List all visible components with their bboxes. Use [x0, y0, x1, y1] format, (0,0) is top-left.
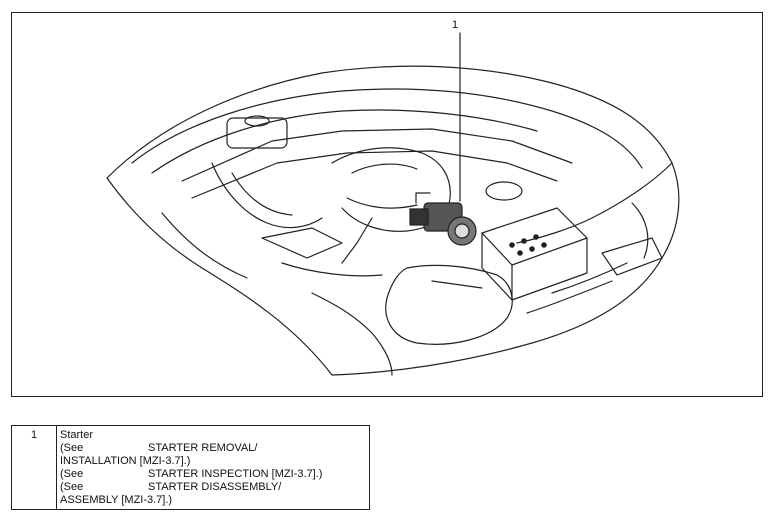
battery — [481, 207, 588, 301]
starter-motor — [409, 192, 477, 246]
legend-ref-text: STARTER DISASSEMBLY/ — [148, 481, 282, 493]
legend-ref-text: ASSEMBLY [MZI-3.7].) — [60, 494, 173, 506]
legend-ref-line: INSTALLATION [MZI-3.7].) — [60, 455, 366, 468]
legend-title: Starter — [60, 429, 94, 441]
intake — [331, 147, 451, 232]
legend-ref-text: STARTER INSPECTION [MZI-3.7].) — [148, 468, 323, 480]
legend-number: 1 — [11, 425, 57, 510]
radiator-support — [181, 128, 573, 182]
front-cover — [385, 264, 513, 345]
legend-ref-text: INSTALLATION [MZI-3.7].) — [60, 455, 191, 467]
fuse-box-cap — [485, 181, 523, 201]
legend-table: 1 Starter (See STARTER REMOVAL/ INSTALLAT… — [11, 425, 370, 510]
legend-row: 1 Starter (See STARTER REMOVAL/ INSTALLAT… — [11, 425, 370, 510]
legend-ref-line: ASSEMBLY [MZI-3.7].) — [60, 494, 366, 507]
fender-left — [106, 177, 333, 376]
legend-ref-prefix: (See — [60, 442, 84, 454]
hood-outline — [106, 65, 680, 376]
reservoir — [226, 117, 288, 149]
legend-description: Starter (See STARTER REMOVAL/ INSTALLATIO… — [56, 425, 370, 510]
legend-ref-line: (See STARTER INSPECTION [MZI-3.7].) — [60, 468, 366, 481]
engine-bay-illustration — [11, 12, 763, 397]
legend-ref-line: (See STARTER REMOVAL/ — [60, 442, 366, 455]
fender-right — [516, 162, 673, 244]
legend-ref-line: (See STARTER DISASSEMBLY/ — [60, 481, 366, 494]
legend-ref-prefix: (See — [60, 481, 84, 493]
legend-ref-prefix: (See — [60, 468, 84, 480]
engine-bay-drawing — [106, 32, 680, 376]
legend-ref-text: STARTER REMOVAL/ — [148, 442, 258, 454]
callout-number: 1 — [452, 19, 459, 31]
